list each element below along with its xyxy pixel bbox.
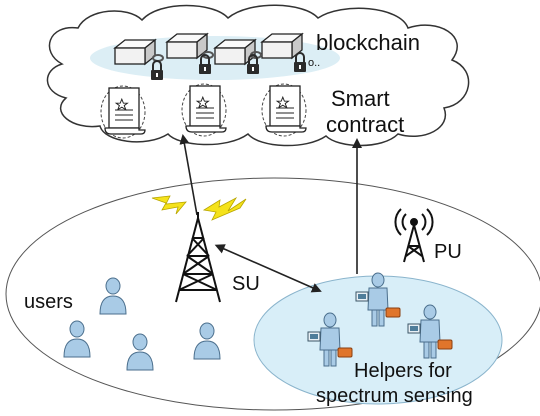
su-to-contract-arrow [179,134,198,216]
su-tower-icon [175,212,221,303]
smart-contract-icon [100,85,146,139]
pu-label: PU [434,241,462,263]
smart-contract-icon [181,83,227,137]
chain-continuation-dots: o.. [308,57,320,69]
block-1 [114,39,156,65]
su-helper-arrow [214,244,322,293]
block-2 [166,33,208,59]
users-label: users [24,291,73,313]
helpers-label-line2: spectrum sensing [316,385,473,407]
su-label: SU [232,273,260,295]
pu-tower-icon [394,208,434,263]
smart-contract-icon [261,83,307,137]
smart-contract-label-line2: contract [326,112,404,137]
blockchain-label: blockchain [316,30,420,55]
smart-contract-label-line1: Smart [331,86,390,111]
lightning-icon [202,196,247,221]
lightning-icon [151,195,187,215]
helpers-label-line1: Helpers for [354,360,452,382]
